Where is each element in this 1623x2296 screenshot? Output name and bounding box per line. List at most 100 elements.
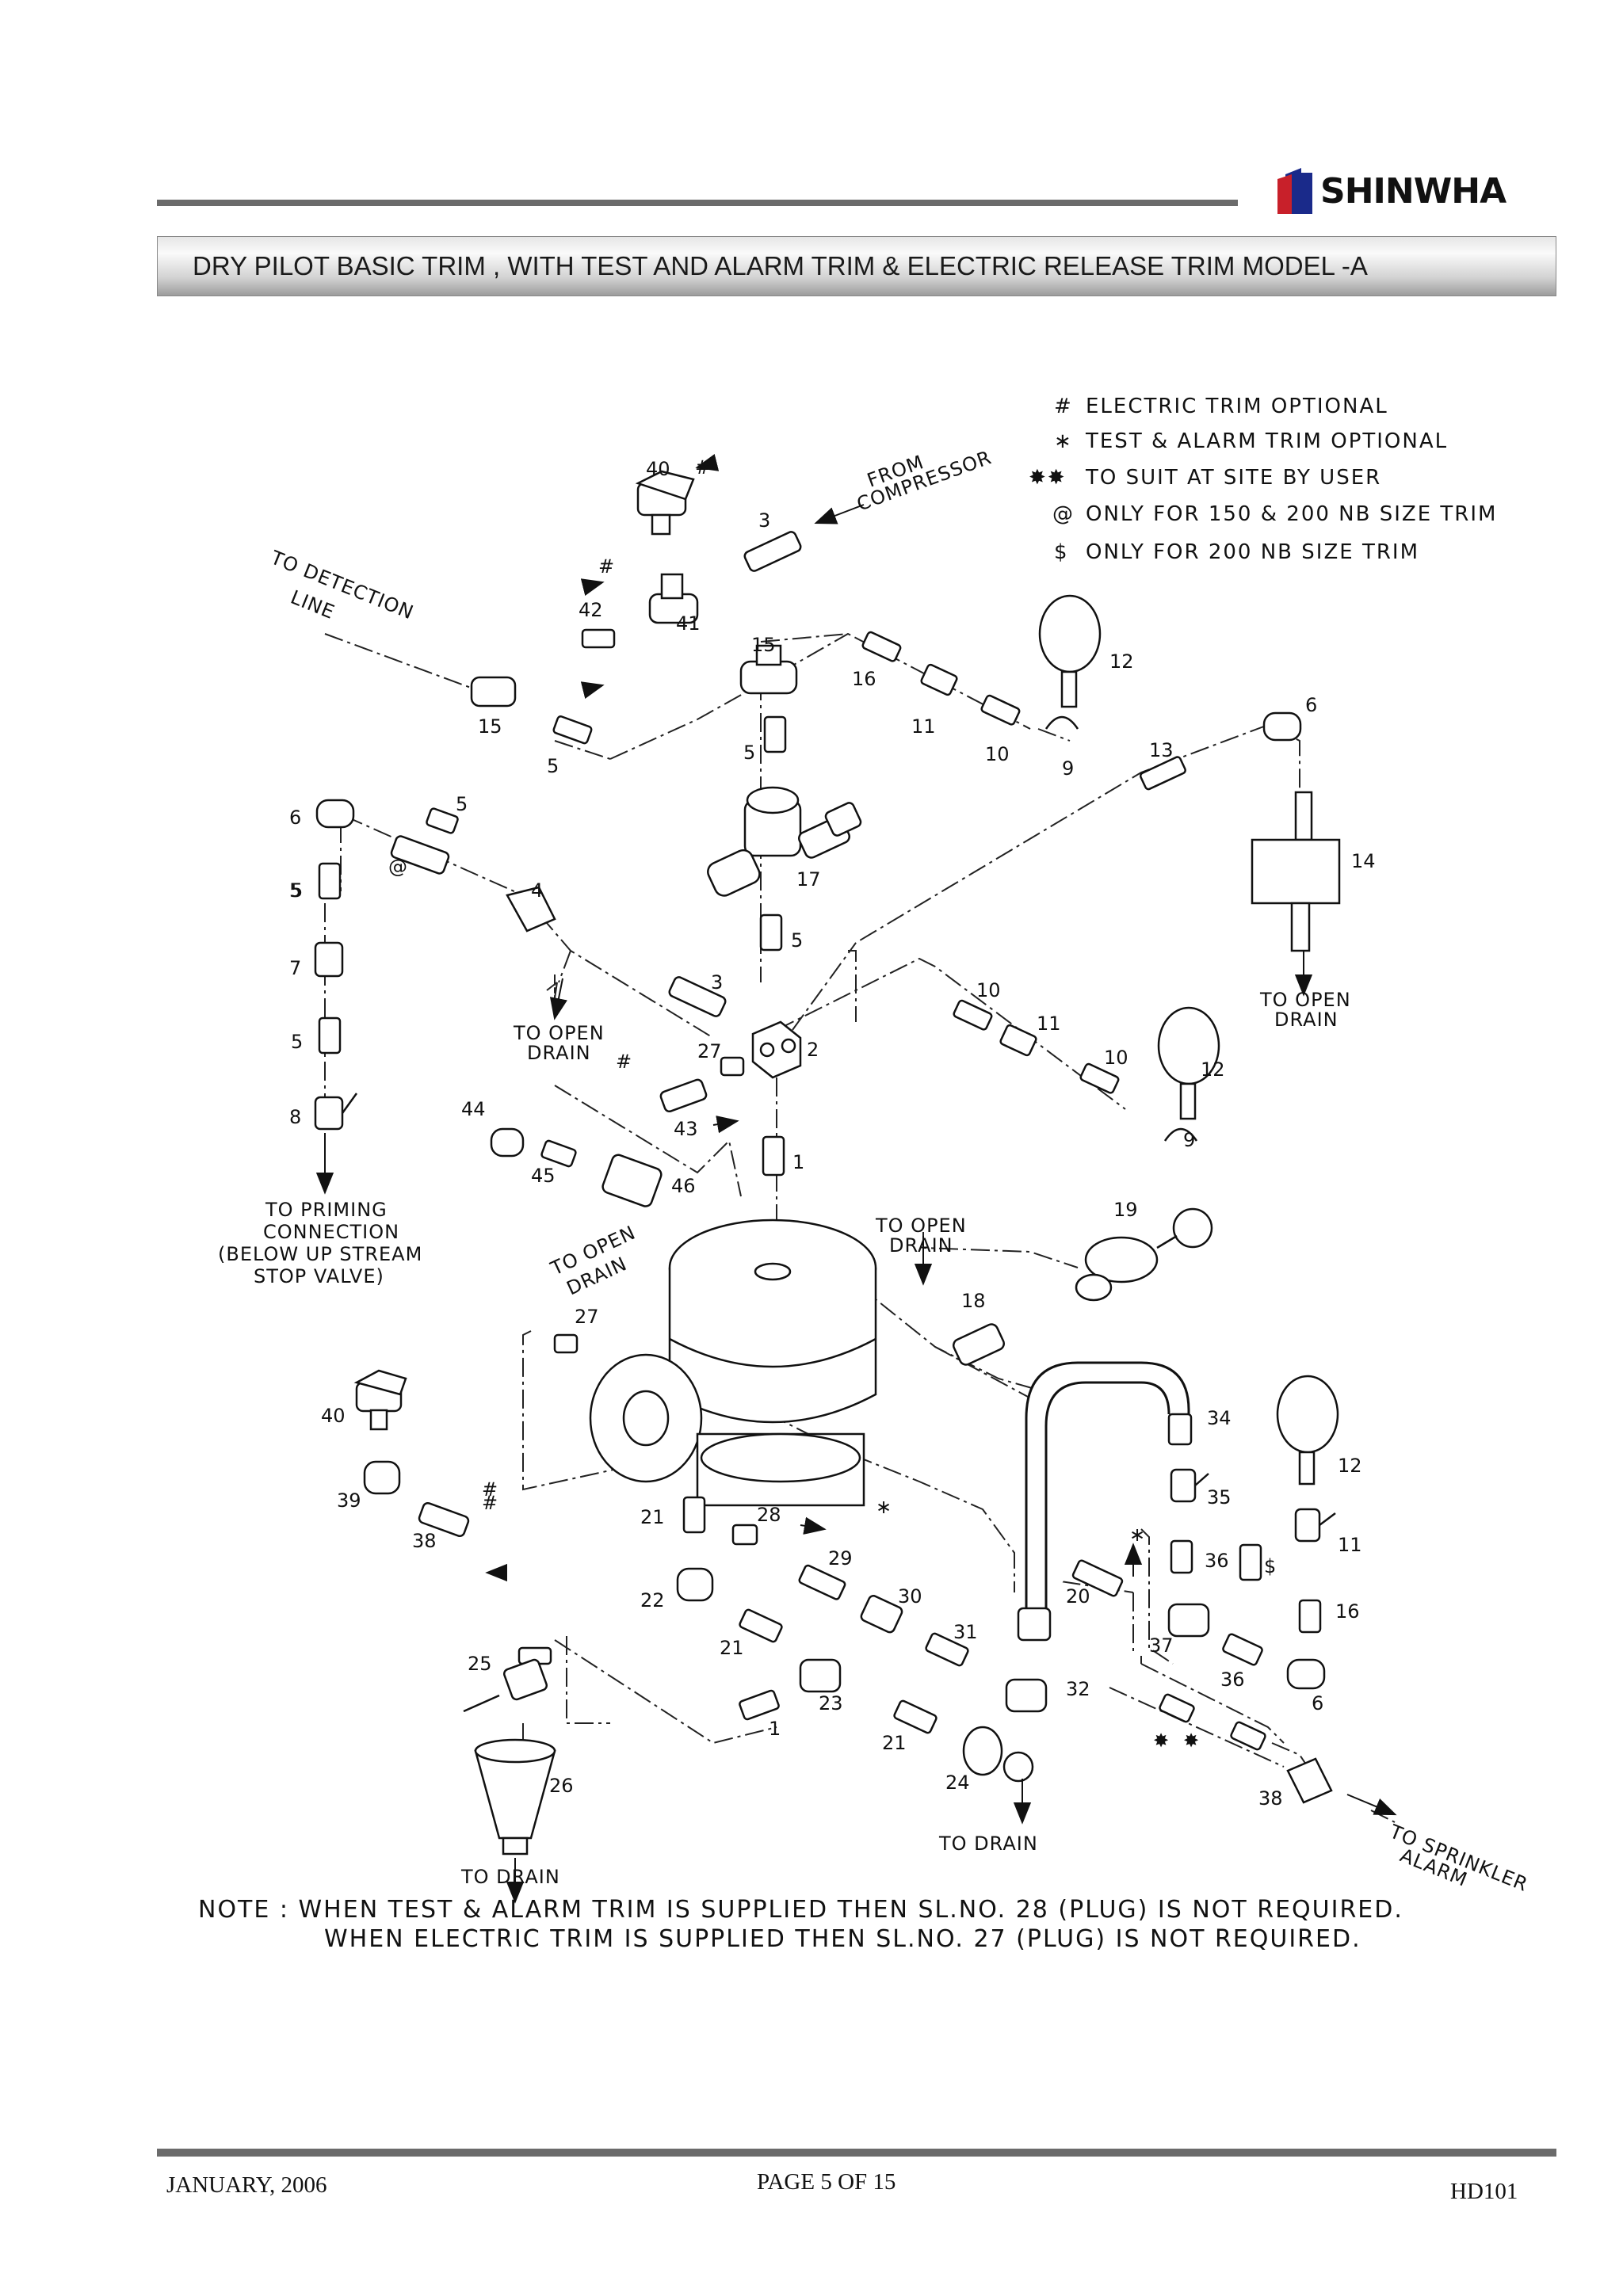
caption-open-drain-a-1: TO OPEN bbox=[513, 1022, 605, 1044]
part-label: 5 bbox=[456, 793, 468, 815]
part-label: # bbox=[482, 1492, 498, 1514]
note-line-2: WHEN ELECTRIC TRIM IS SUPPLIED THEN SL.N… bbox=[324, 1925, 1361, 1953]
part-label: 1 bbox=[792, 1151, 804, 1173]
part-label: ✸ bbox=[1183, 1730, 1199, 1752]
caption-priming-1: TO PRIMING bbox=[265, 1199, 388, 1221]
part-label: 40 bbox=[321, 1405, 346, 1427]
part-label: 6 bbox=[1305, 694, 1317, 716]
part-label: 11 bbox=[911, 715, 936, 738]
part-label: 30 bbox=[898, 1585, 922, 1608]
part-label: 6 bbox=[1312, 1692, 1323, 1714]
caption-to-drain-b: TO DRAIN bbox=[938, 1833, 1038, 1855]
part-label: 25 bbox=[468, 1653, 492, 1675]
part-label: 4 bbox=[531, 879, 543, 902]
caption-open-drain-c-1: TO OPEN bbox=[875, 1215, 967, 1237]
part-label: 35 bbox=[1207, 1486, 1232, 1508]
caption-priming-3: (BELOW UP STREAM bbox=[218, 1243, 422, 1265]
part-label: 5 bbox=[547, 755, 559, 777]
part-label: 42 bbox=[579, 599, 603, 621]
part-label: ✸ bbox=[1153, 1730, 1169, 1752]
part-label: 16 bbox=[1335, 1600, 1360, 1623]
part-label: 29 bbox=[828, 1547, 853, 1569]
part-label: 10 bbox=[976, 979, 1001, 1001]
part-label: 21 bbox=[882, 1732, 907, 1754]
footer-page: PAGE 5 OF 15 bbox=[757, 2169, 896, 2195]
part-label: 38 bbox=[412, 1530, 437, 1552]
part-label: 44 bbox=[461, 1098, 486, 1120]
part-label: 7 bbox=[289, 957, 301, 979]
caption-open-drain-b-2: DRAIN bbox=[1274, 1009, 1338, 1031]
title-bar: DRY PILOT BASIC TRIM , WITH TEST AND ALA… bbox=[157, 236, 1556, 296]
part-label: 15 bbox=[751, 634, 776, 656]
flow-captions: FROM COMPRESSOR TO DETECTION LINE TO OPE… bbox=[218, 446, 1531, 1896]
flow-arrows bbox=[315, 454, 1397, 1904]
footer-date: JANUARY, 2006 bbox=[166, 2172, 327, 2198]
part-label: 5 bbox=[791, 929, 803, 952]
part-label: 37 bbox=[1149, 1634, 1174, 1657]
part-label: 38 bbox=[1258, 1787, 1283, 1810]
drain-valve-icon bbox=[1084, 1236, 1159, 1283]
part-label: 27 bbox=[697, 1040, 722, 1062]
components bbox=[314, 470, 1341, 1855]
pressure-switch-icon bbox=[601, 1154, 663, 1207]
part-label: 9 bbox=[1183, 1129, 1195, 1151]
legend-text-150: ONLY FOR 150 & 200 NB SIZE TRIM bbox=[1086, 502, 1497, 526]
part-label: 40 bbox=[646, 458, 670, 480]
part-label: 3 bbox=[758, 509, 770, 532]
footer-rule bbox=[157, 2149, 1556, 2157]
part-label: 28 bbox=[757, 1504, 781, 1526]
caption-priming-2: CONNECTION bbox=[263, 1221, 399, 1243]
part-label: 41 bbox=[676, 612, 701, 635]
part-label: 1 bbox=[769, 1718, 781, 1740]
legend-symbol-site: ✸✸ bbox=[1029, 466, 1067, 490]
part-label: 32 bbox=[1066, 1678, 1090, 1700]
caption-open-drain-c-2: DRAIN bbox=[889, 1234, 953, 1257]
legend-text-electric: ELECTRIC TRIM OPTIONAL bbox=[1086, 395, 1388, 418]
part-label: 18 bbox=[961, 1290, 986, 1312]
note-line-1: NOTE : WHEN TEST & ALARM TRIM IS SUPPLIE… bbox=[198, 1896, 1403, 1924]
brand-logo: SHINWHA bbox=[1277, 168, 1507, 214]
part-label: 5 bbox=[291, 1031, 303, 1053]
part-label: 20 bbox=[1066, 1585, 1090, 1608]
part-label: # bbox=[482, 1478, 498, 1501]
part-label: 43 bbox=[674, 1118, 698, 1140]
footer-doc-id: HD101 bbox=[1450, 2179, 1518, 2204]
part-label: 31 bbox=[953, 1621, 978, 1643]
part-label: 46 bbox=[671, 1175, 696, 1197]
part-label: 45 bbox=[531, 1165, 556, 1187]
part-label: 17 bbox=[796, 868, 821, 891]
part-label: 34 bbox=[1207, 1407, 1232, 1429]
brand-mark-icon bbox=[1277, 168, 1312, 214]
part-label: 27 bbox=[575, 1306, 599, 1328]
caption-priming-4: STOP VALVE) bbox=[254, 1265, 384, 1287]
ball-valve-icon bbox=[920, 663, 958, 696]
legend-text-200: ONLY FOR 200 NB SIZE TRIM bbox=[1086, 540, 1419, 564]
part-label: # bbox=[695, 456, 711, 479]
caption-open-drain-a-2: DRAIN bbox=[527, 1042, 591, 1064]
part-label: 5 bbox=[743, 742, 755, 764]
part-label: ∗ bbox=[876, 1496, 892, 1518]
part-label: 23 bbox=[819, 1692, 843, 1714]
drain-funnel-icon bbox=[474, 1749, 556, 1840]
part-label: @ bbox=[388, 856, 407, 878]
air-compressor-icon bbox=[1251, 838, 1341, 905]
part-label: # bbox=[598, 555, 614, 578]
part-label: 12 bbox=[1109, 650, 1134, 673]
part-label: 21 bbox=[640, 1506, 665, 1528]
part-label: 8 bbox=[289, 1106, 301, 1128]
part-label: 26 bbox=[549, 1775, 574, 1797]
legend-symbol-electric: # bbox=[1054, 395, 1073, 418]
part-label: 12 bbox=[1201, 1058, 1225, 1081]
part-label: 16 bbox=[852, 668, 876, 690]
header-rule bbox=[157, 200, 1238, 206]
part-label: 3 bbox=[711, 971, 723, 994]
part-label: 2 bbox=[807, 1039, 819, 1061]
legend-symbol-200: $ bbox=[1054, 540, 1069, 564]
legend-text-test: TEST & ALARM TRIM OPTIONAL bbox=[1085, 429, 1448, 453]
caption-to-drain-a: TO DRAIN bbox=[460, 1866, 560, 1888]
part-label: ∗ bbox=[1129, 1524, 1145, 1546]
part-label: 19 bbox=[1113, 1199, 1138, 1221]
page-title: DRY PILOT BASIC TRIM , WITH TEST AND ALA… bbox=[193, 251, 1368, 280]
part-label: 22 bbox=[640, 1589, 665, 1611]
